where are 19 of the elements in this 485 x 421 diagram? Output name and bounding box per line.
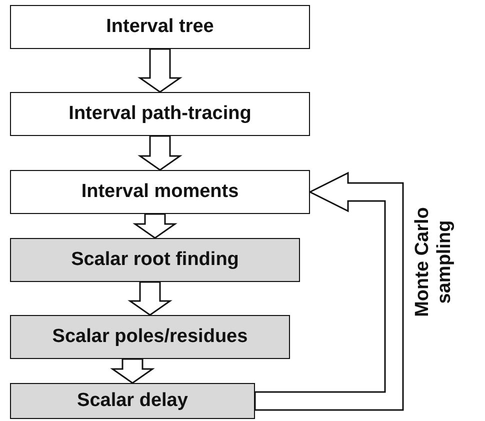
box-label: Scalar root finding	[71, 249, 239, 271]
block-arrow	[132, 213, 178, 239]
box-label: Interval moments	[81, 181, 239, 203]
process-box	[10, 315, 290, 359]
edge-label: Monte Carlo sampling	[412, 206, 456, 319]
block-arrow	[138, 48, 182, 93]
process-box	[10, 5, 310, 49]
block-arrow	[254, 172, 404, 411]
process-box	[10, 383, 255, 419]
box-label: Scalar poles/residues	[52, 326, 248, 348]
box-label: Interval tree	[106, 16, 214, 38]
block-arrow	[138, 135, 182, 171]
box-label: Scalar delay	[77, 390, 188, 412]
block-arrow	[128, 281, 172, 316]
box-label: Interval path-tracing	[68, 103, 252, 125]
process-box	[10, 92, 310, 136]
process-box	[10, 238, 300, 282]
block-arrow	[110, 358, 155, 384]
process-box	[10, 170, 310, 214]
